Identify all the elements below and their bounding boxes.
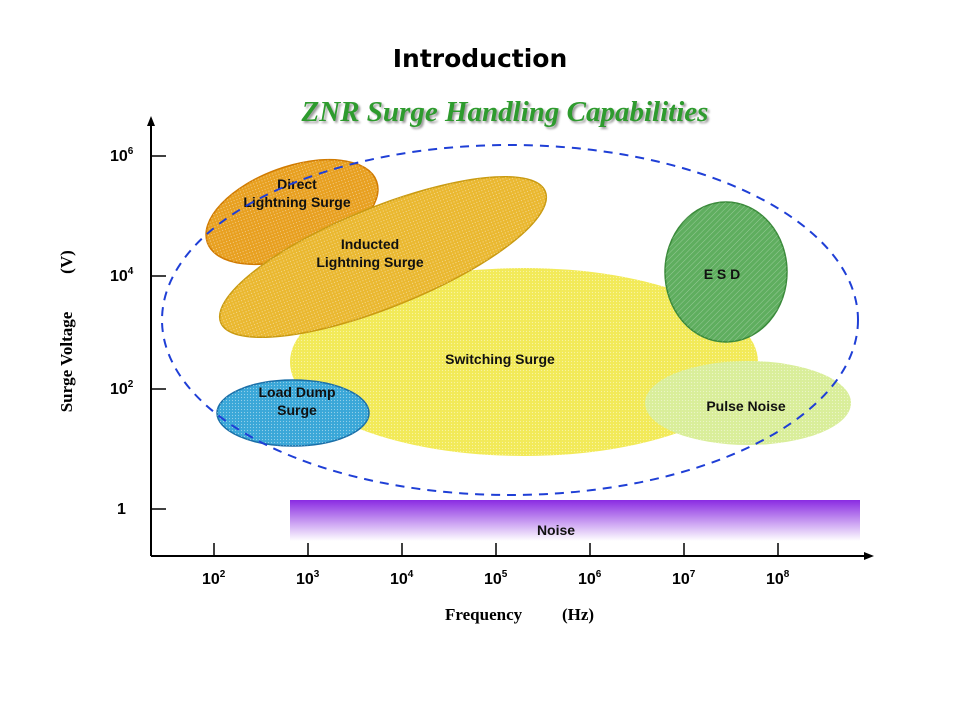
region-switching-label: Switching Surge — [445, 351, 555, 367]
region-pulse-texture — [645, 361, 851, 445]
region-esd-texture — [665, 202, 787, 342]
region-switching-texture — [290, 268, 758, 456]
x-tick-label: 103 — [296, 569, 320, 588]
region-loaddump-label: Load Dump — [259, 384, 336, 400]
y-tick-label: 1 — [117, 501, 126, 518]
region-noise-label: Noise — [537, 522, 575, 538]
x-axis-unit: (Hz) — [562, 605, 594, 624]
x-tick-label: 107 — [672, 569, 696, 588]
axes — [147, 116, 874, 560]
x-tick-label: 102 — [202, 569, 226, 588]
y-axis-label: Surge Voltage (V) — [57, 250, 76, 412]
ticks-layer: 102 103 104 105 106 107 108 1 102 104 106 — [110, 146, 790, 588]
y-axis-arrow — [147, 116, 155, 126]
znr-envelope — [161, 144, 859, 496]
region-esd: E S D — [664, 201, 788, 343]
region-noise-shape — [290, 500, 860, 541]
x-tick-label: 108 — [766, 569, 790, 588]
region-pulse-label: Pulse Noise — [706, 398, 786, 414]
region-inducted-texture — [219, 176, 547, 338]
region-direct-label: Lightning Surge — [243, 194, 351, 210]
region-pulse: Pulse Noise — [645, 361, 851, 445]
region-direct-label: Direct — [277, 176, 317, 192]
y-axis-unit: (V) — [57, 250, 76, 274]
x-tick-label: 105 — [484, 569, 508, 588]
y-tick-label: 106 — [110, 146, 134, 165]
x-axis-title: Frequency — [445, 605, 523, 624]
region-switching: Switching Surge — [290, 268, 758, 456]
chart-title: ZNR Surge Handling Capabilities — [301, 96, 709, 128]
x-tick-label: 106 — [578, 569, 602, 588]
y-tick-label: 102 — [110, 379, 134, 398]
x-tick-label: 104 — [390, 569, 414, 588]
region-noise: Noise — [290, 500, 860, 541]
region-loaddump-texture — [217, 380, 369, 446]
region-esd-label: E S D — [704, 266, 741, 282]
x-axis-arrow — [864, 552, 874, 560]
page-heading: Introduction — [392, 44, 568, 73]
y-tick-label: 104 — [110, 266, 134, 285]
region-loaddump-label: Surge — [277, 402, 317, 418]
region-inducted-label: Lightning Surge — [316, 254, 424, 270]
region-inducted-label: Inducted — [341, 236, 399, 252]
y-axis-title: Surge Voltage — [57, 311, 76, 412]
